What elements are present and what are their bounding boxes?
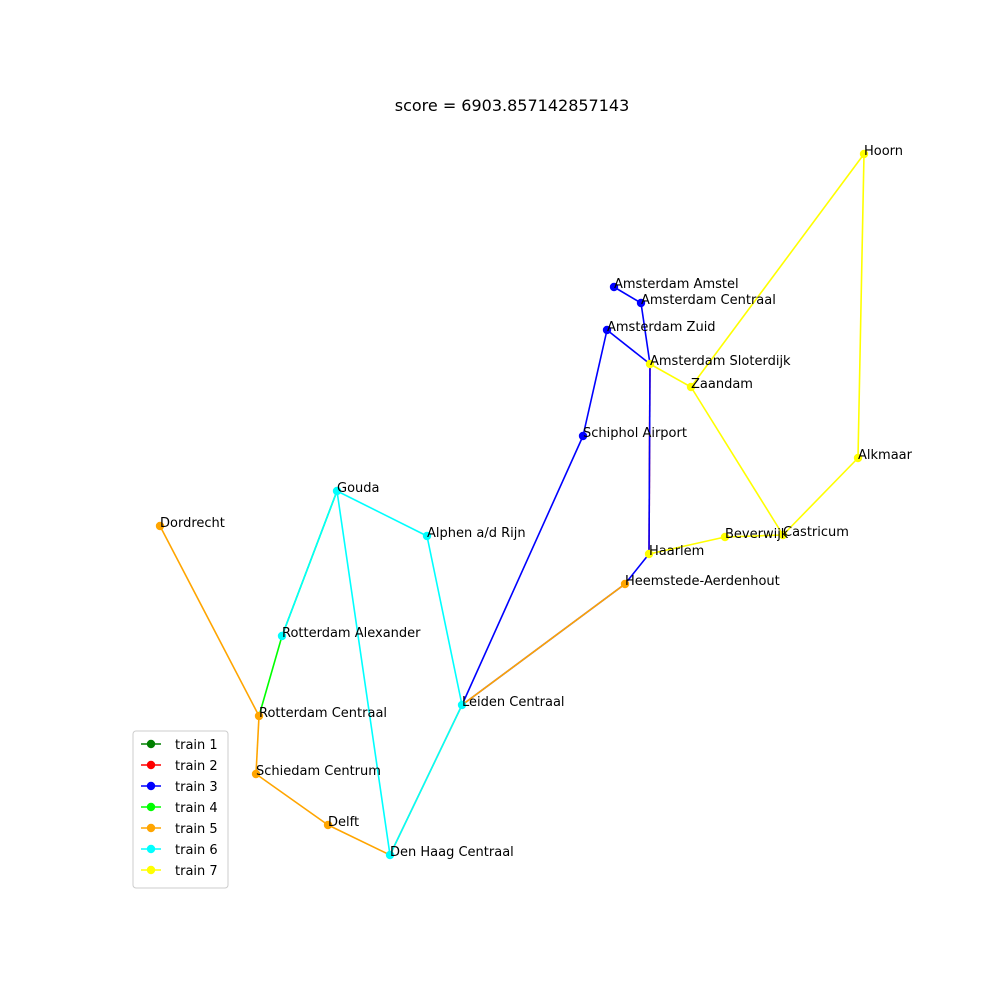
- train-6-segment: [426, 535, 463, 706]
- station-label-amsterdam-amstel: Amsterdam Amstel: [614, 277, 739, 292]
- station-marker-rotterdam-centraal: [254, 711, 264, 721]
- station-label-haarlem: Haarlem: [649, 544, 704, 559]
- route-lines: [159, 153, 865, 856]
- chart-title: score = 6903.857142857143: [395, 96, 630, 115]
- train-3-segment: [640, 302, 651, 365]
- train-7-segment: [690, 153, 865, 388]
- station-marker-den-haag-centraal: [385, 850, 395, 860]
- legend-label-train-1: train 1: [175, 738, 218, 753]
- station-marker-alkmaar: [853, 453, 863, 463]
- legend-label-train-3: train 3: [175, 780, 218, 795]
- station-marker-schiphol-airport: [578, 431, 588, 441]
- station-marker-rotterdam-alexander: [277, 631, 287, 641]
- train-6-segment: [336, 490, 391, 856]
- legend: train 1 train 2 train 3 train 4 train 5 train…: [132, 730, 229, 889]
- station-label-den-haag-centraal: Den Haag Centraal: [390, 845, 514, 860]
- station-marker-beverwijk: [720, 532, 730, 542]
- station-label-schiedam-centrum: Schiedam Centrum: [256, 764, 381, 779]
- train-5-segment: [255, 773, 329, 826]
- station-label-leiden-centraal: Leiden Centraal: [462, 695, 565, 710]
- station-marker-hoorn: [859, 149, 869, 159]
- train-3-segment: [461, 435, 584, 706]
- train-3-segment: [613, 286, 642, 304]
- train-5-segment: [255, 715, 260, 775]
- train-3-segment: [624, 553, 650, 585]
- station-marker-amsterdam-sloterdijk: [645, 359, 655, 369]
- train-5-segment: [159, 525, 260, 717]
- legend-marker-train-6: [146, 844, 156, 854]
- train-4-segment: [258, 635, 283, 717]
- train-3-segment: [582, 329, 608, 437]
- station-marker-amsterdam-centraal: [636, 298, 646, 308]
- station-label-amsterdam-sloterdijk: Amsterdam Sloterdijk: [650, 354, 791, 369]
- train-7-segment: [690, 386, 784, 536]
- legend-marker-train-3: [146, 781, 156, 791]
- train-3-segment: [606, 329, 651, 365]
- station-markers: [155, 149, 869, 860]
- station-marker-dordrecht: [155, 521, 165, 531]
- station-marker-schiedam-centrum: [251, 769, 261, 779]
- legend-label-train-5: train 5: [175, 822, 218, 837]
- station-marker-alphen-a-d-rijn: [422, 531, 432, 541]
- legend-marker-train-7: [146, 865, 156, 875]
- train-6-segment: [389, 704, 463, 856]
- station-label-hoorn: Hoorn: [864, 144, 903, 159]
- station-label-alkmaar: Alkmaar: [858, 448, 913, 463]
- station-label-beverwijk: Beverwijk: [725, 527, 789, 542]
- train-6-segment: [281, 490, 338, 637]
- station-label-amsterdam-zuid: Amsterdam Zuid: [607, 320, 716, 335]
- legend-label-train-4: train 4: [175, 801, 218, 816]
- station-marker-amsterdam-amstel: [609, 282, 619, 292]
- station-marker-delft: [323, 820, 333, 830]
- legend-marker-train-2: [146, 760, 156, 770]
- station-label-gouda: Gouda: [337, 481, 380, 496]
- station-marker-haarlem: [644, 549, 654, 559]
- station-label-schiphol-airport: Schiphol Airport: [583, 426, 687, 441]
- train-7-segment: [724, 534, 784, 538]
- station-marker-heemstede-aerdenhout: [620, 579, 630, 589]
- station-marker-leiden-centraal: [457, 700, 467, 710]
- station-label-heemstede-aerdenhout: Heemstede-Aerdenhout: [625, 574, 780, 589]
- train-7-segment: [857, 153, 865, 459]
- legend-marker-train-4: [146, 802, 156, 812]
- train-5-segment: [327, 824, 391, 856]
- station-label-dordrecht: Dordrecht: [160, 516, 225, 531]
- legend-marker-train-5: [146, 823, 156, 833]
- station-marker-castricum: [778, 530, 788, 540]
- legend-label-train-7: train 7: [175, 864, 218, 879]
- station-marker-zaandam: [686, 382, 696, 392]
- station-label-zaandam: Zaandam: [691, 377, 753, 392]
- station-label-castricum: Castricum: [783, 525, 849, 540]
- train-7-segment: [782, 457, 859, 536]
- station-label-delft: Delft: [328, 815, 359, 830]
- train-7-segment: [649, 363, 692, 388]
- legend-marker-train-1: [146, 739, 156, 749]
- train-7-segment: [648, 536, 726, 555]
- train-5-segment: [461, 583, 626, 706]
- station-marker-gouda: [332, 486, 342, 496]
- legend-label-train-2: train 2: [175, 759, 218, 774]
- train-6-segment: [336, 490, 428, 537]
- station-marker-amsterdam-zuid: [602, 325, 612, 335]
- station-label-amsterdam-centraal: Amsterdam Centraal: [641, 293, 776, 308]
- legend-label-train-6: train 6: [175, 843, 218, 858]
- train-3-segment: [648, 363, 651, 555]
- station-label-alphen-a-d-rijn: Alphen a/d Rijn: [427, 526, 526, 541]
- station-label-rotterdam-centraal: Rotterdam Centraal: [259, 706, 387, 721]
- station-label-rotterdam-alexander: Rotterdam Alexander: [282, 626, 421, 641]
